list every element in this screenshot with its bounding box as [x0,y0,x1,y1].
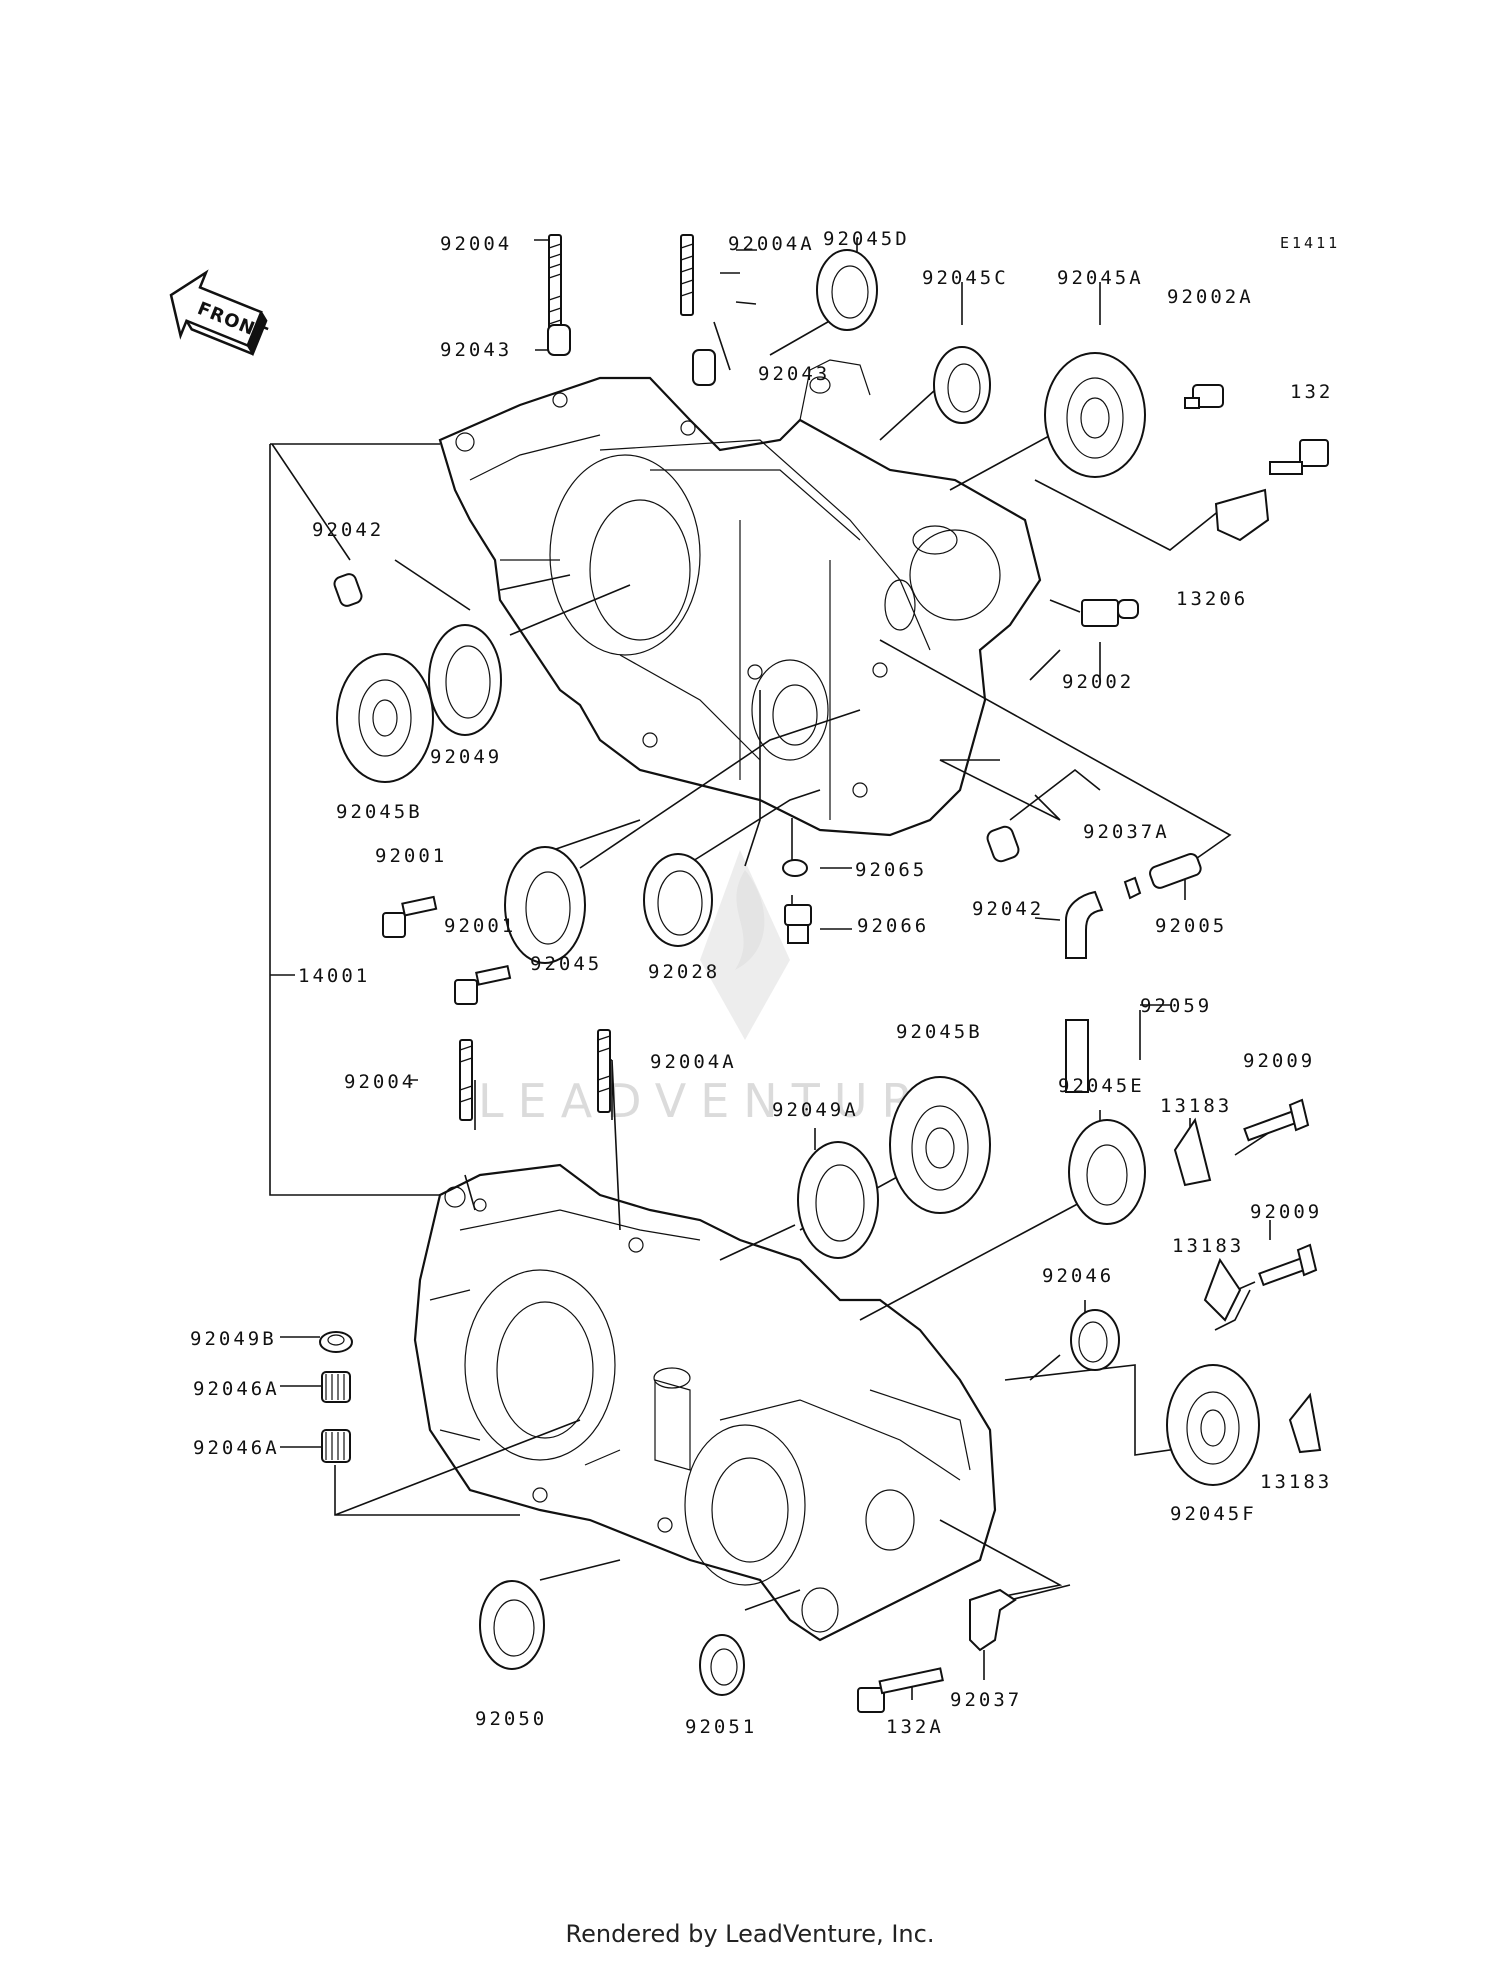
bearing-92045C [933,346,991,424]
label-92046A-b[interactable]: 92046A [193,1437,280,1459]
stud-92004-bottom [459,1039,473,1121]
label-92004A-bottom[interactable]: 92004A [650,1051,737,1073]
label-92046A-a[interactable]: 92046A [193,1378,280,1400]
bracket-13183-a [1173,1117,1212,1187]
label-92050[interactable]: 92050 [475,1708,547,1730]
label-13183-a[interactable]: 13183 [1160,1095,1232,1117]
label-92066[interactable]: 92066 [857,915,929,937]
seal-92050 [479,1580,545,1670]
label-92004-top[interactable]: 92004 [440,233,512,255]
label-92028[interactable]: 92028 [648,961,720,983]
watermark: LEADVENTURE [478,850,971,1128]
label-92043-left[interactable]: 92043 [440,339,512,361]
label-92004-bottom[interactable]: 92004 [344,1071,416,1093]
upper-crankcase-half [438,359,1042,837]
label-92004A-top[interactable]: 92004A [728,233,815,255]
label-92045A[interactable]: 92045A [1057,267,1144,289]
stud-92004A-bottom [597,1029,611,1113]
label-92049B[interactable]: 92049B [190,1328,277,1350]
label-92045D[interactable]: 92045D [823,228,910,250]
label-92045B-bottom[interactable]: 92045B [896,1021,983,1043]
dowel-92042-top [333,573,363,607]
label-92049A[interactable]: 92049A [772,1099,859,1121]
parts [319,234,1329,1713]
fitting-92002 [1081,599,1139,627]
label-132[interactable]: 132 [1290,381,1333,403]
label-92043-right[interactable]: 92043 [758,363,830,385]
label-14001[interactable]: 14001 [298,965,370,987]
needle-bearing-92046A-b [321,1429,351,1463]
label-92042-top[interactable]: 92042 [312,519,384,541]
fitting-92005 [1149,853,1202,889]
screw-92009-a [1243,1098,1310,1142]
bracket-13183-b [1203,1257,1242,1322]
label-92037A[interactable]: 92037A [1083,821,1170,843]
label-132A[interactable]: 132A [886,1716,944,1738]
stud-92004A-top [680,234,694,316]
diagram-code: E1411 [1280,234,1340,252]
label-92009-b[interactable]: 92009 [1250,1201,1322,1223]
label-92065[interactable]: 92065 [855,859,927,881]
label-92009-a[interactable]: 92009 [1243,1050,1315,1072]
front-arrow-icon: FRONT [169,269,271,357]
label-92045E[interactable]: 92045E [1058,1075,1145,1097]
label-92051[interactable]: 92051 [685,1716,757,1738]
bearing-92045A [1044,352,1146,478]
bushing-92028 [643,853,713,947]
seal-92049A [797,1141,879,1259]
bolt-92002A [1184,384,1224,409]
plug-92066 [784,904,812,944]
label-92001-b[interactable]: 92001 [444,915,516,937]
needle-bearing-92046A-a [321,1371,351,1403]
bolt-92001-a [382,895,438,938]
label-92042-mid[interactable]: 92042 [972,898,1044,920]
label-13183-b[interactable]: 13183 [1172,1235,1244,1257]
hose-92059 [1065,890,1104,1093]
washer-92049B [319,1331,353,1353]
label-92045C[interactable]: 92045C [922,267,1009,289]
label-92045[interactable]: 92045 [530,953,602,975]
part-labels: 92004 92004A 92045D 92045C 92045A 92002A… [190,228,1333,1738]
label-92045B-top[interactable]: 92045B [336,801,423,823]
dowel-92042-mid [986,825,1020,863]
bearing-92045D [816,249,878,331]
label-13206[interactable]: 13206 [1176,588,1248,610]
needle-bearing-92046 [1070,1309,1120,1371]
washer-92065 [782,859,808,877]
label-92002A[interactable]: 92002A [1167,286,1254,308]
label-13183-c[interactable]: 13183 [1260,1471,1332,1493]
screw-92009-b [1258,1243,1318,1287]
label-92059[interactable]: 92059 [1140,995,1212,1017]
label-92005[interactable]: 92005 [1155,915,1227,937]
bolt-132A [857,1667,944,1713]
label-92049[interactable]: 92049 [430,746,502,768]
seal-92051 [699,1634,745,1696]
stud-92004-top [548,234,562,338]
bearing-92045 [504,846,586,964]
bracket-13206 [1214,488,1270,542]
clamp-92037 [969,1588,1017,1652]
bracket-13183-c [1288,1392,1322,1454]
bearing-92045E [1068,1119,1146,1225]
bearing-92045F [1166,1364,1260,1486]
dowel-92043-right [692,349,716,386]
label-92002[interactable]: 92002 [1062,671,1134,693]
bolt-92001-b [454,964,512,1005]
label-92001-a[interactable]: 92001 [375,845,447,867]
seal-92049 [428,624,502,736]
dowel-92043-left [547,324,571,356]
footer-credit: Rendered by LeadVenture, Inc. [565,1920,935,1948]
clip-92037A [1123,876,1142,900]
label-92046[interactable]: 92046 [1042,1265,1114,1287]
label-92037[interactable]: 92037 [950,1689,1022,1711]
label-92045F[interactable]: 92045F [1170,1503,1257,1525]
bolt-132 [1269,439,1329,475]
bearing-92045B-bottom [889,1076,991,1214]
watermark-text: LEADVENTURE [478,1074,971,1128]
lower-crankcase-half [413,1163,997,1642]
bearing-92045B-top [336,653,434,783]
